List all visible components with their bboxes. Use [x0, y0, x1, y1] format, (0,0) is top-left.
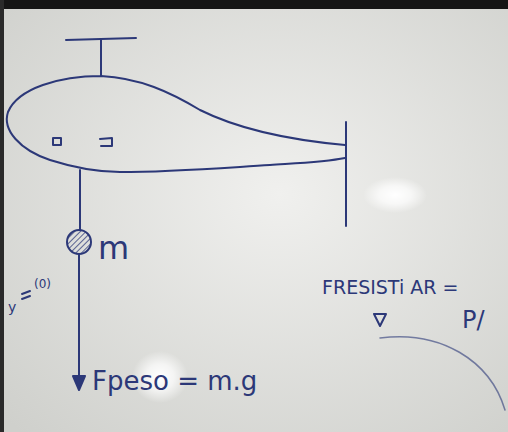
- cable: [79, 170, 81, 230]
- window: [100, 138, 112, 146]
- force-label: Fpeso = m.g: [92, 368, 257, 394]
- board-frame: [0, 0, 508, 9]
- force-label: FRESISTi AR =: [322, 278, 458, 297]
- axis-label: (0): [34, 278, 51, 290]
- weight-vector: [78, 254, 80, 380]
- rotor-mast: [100, 39, 102, 76]
- mass-circle: [67, 230, 91, 254]
- fuselage: [7, 76, 345, 172]
- board-frame: [0, 0, 4, 432]
- mass-label: m: [98, 232, 129, 264]
- glare: [363, 177, 427, 213]
- arrowhead: [73, 376, 85, 390]
- axis-label: y: [8, 300, 16, 314]
- note-text: P/: [462, 308, 485, 332]
- window: [53, 138, 61, 145]
- curve: [380, 337, 505, 410]
- tail-rotor: [345, 122, 347, 226]
- arrowhead: [374, 314, 386, 326]
- axis-tick: [22, 296, 30, 299]
- axis-tick: [22, 291, 30, 294]
